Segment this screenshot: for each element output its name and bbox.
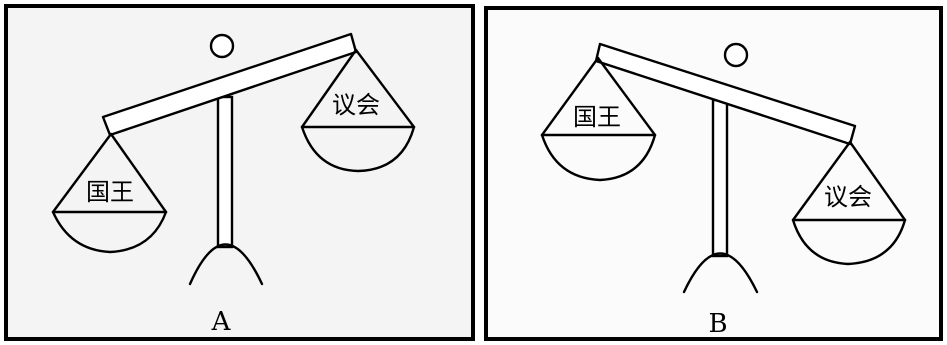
panel-a-letter: A <box>211 307 232 337</box>
panel-a: 国王 议会 A <box>6 6 473 339</box>
panel-a-stand-post <box>218 97 232 247</box>
panel-b-left-pan-label: 国王 <box>573 103 621 131</box>
panel-b-letter: B <box>708 309 727 339</box>
panel-b: 国王 议会 B <box>486 8 941 339</box>
panel-a-background <box>6 6 473 339</box>
panel-a-left-pan-label: 国王 <box>86 178 134 206</box>
panel-b-pivot-knob <box>725 44 747 66</box>
panel-a-pivot-knob <box>211 35 233 57</box>
panel-b-right-pan-label: 议会 <box>824 183 872 211</box>
panel-a-right-pan-label: 议会 <box>332 91 380 119</box>
panel-b-stand-post <box>713 100 727 256</box>
